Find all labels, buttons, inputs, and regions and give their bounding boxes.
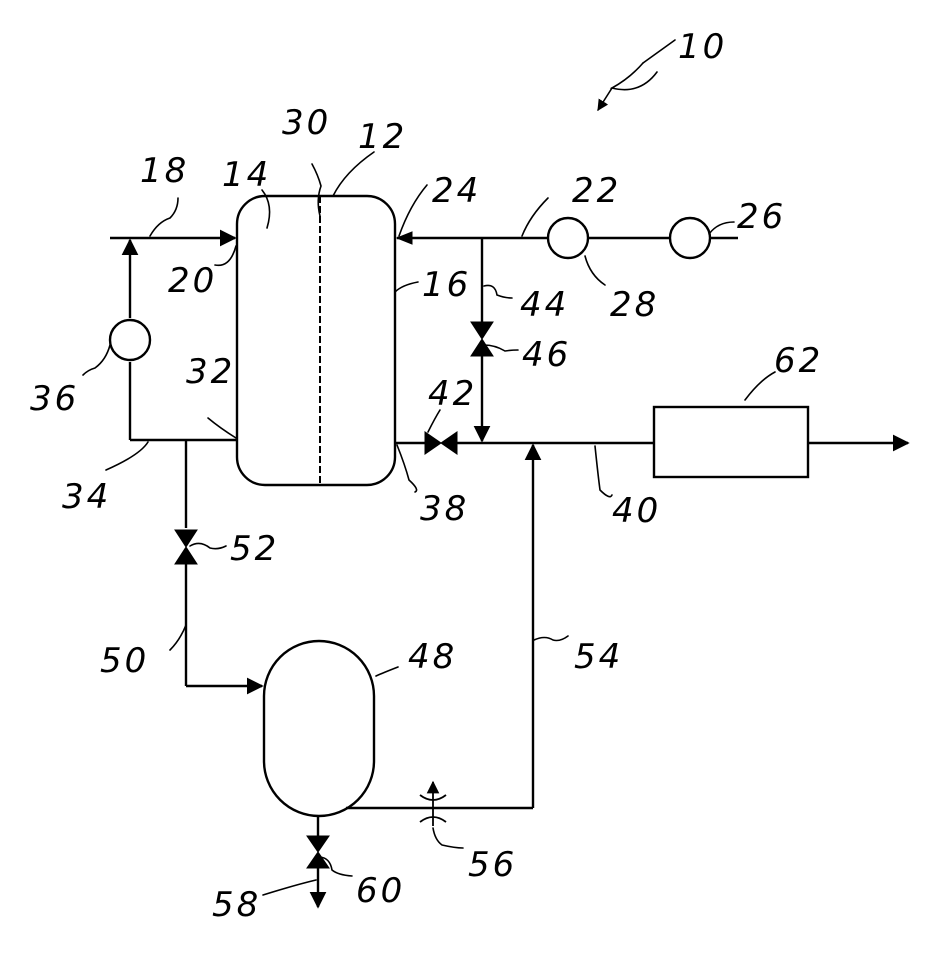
label-52: 52 bbox=[230, 529, 279, 569]
system-pointer-squiggle bbox=[609, 62, 658, 91]
label-38: 38 bbox=[420, 489, 469, 529]
label-12: 12 bbox=[358, 117, 407, 157]
label-50: 50 bbox=[100, 641, 149, 681]
label-58: 58 bbox=[212, 885, 261, 925]
label-30: 30 bbox=[282, 103, 331, 143]
label-26: 26 bbox=[737, 197, 786, 237]
compressor-28 bbox=[546, 216, 590, 260]
label-24: 24 bbox=[432, 171, 481, 211]
label-46: 46 bbox=[522, 335, 571, 375]
label-34: 34 bbox=[62, 477, 111, 517]
label-16: 16 bbox=[422, 265, 471, 305]
label-22: 22 bbox=[572, 171, 621, 211]
label-54: 54 bbox=[574, 637, 623, 677]
label-28: 28 bbox=[610, 285, 659, 325]
label-36: 36 bbox=[30, 379, 79, 419]
label-32: 32 bbox=[186, 352, 235, 392]
system-pointer-tail bbox=[642, 39, 676, 64]
label-18: 18 bbox=[140, 151, 189, 191]
label-20: 20 bbox=[168, 261, 217, 301]
label-14: 14 bbox=[222, 155, 271, 195]
outlet-valve-42[interactable] bbox=[424, 431, 458, 455]
sweep-inlet-arrow bbox=[395, 231, 413, 245]
label-10: 10 bbox=[678, 27, 727, 67]
label-48: 48 bbox=[408, 637, 457, 677]
separator-48 bbox=[262, 639, 376, 818]
separator-valve-52[interactable] bbox=[174, 529, 198, 565]
label-56: 56 bbox=[468, 845, 517, 885]
label-44: 44 bbox=[520, 285, 569, 325]
recycle-pump-36 bbox=[108, 318, 152, 362]
label-60: 60 bbox=[356, 871, 405, 911]
system-pointer-arrow bbox=[597, 87, 613, 111]
vessel-body bbox=[235, 194, 397, 487]
throttle-56[interactable] bbox=[419, 780, 447, 826]
leader-lines bbox=[82, 151, 776, 896]
label-62: 62 bbox=[774, 341, 823, 381]
membrane-vessel bbox=[235, 194, 397, 487]
drain-valve-60[interactable] bbox=[306, 835, 330, 869]
label-42: 42 bbox=[428, 374, 477, 414]
processing-unit-62 bbox=[652, 405, 810, 479]
source-26 bbox=[668, 216, 712, 260]
bypass-valve-46[interactable] bbox=[470, 321, 494, 357]
label-40: 40 bbox=[612, 491, 661, 531]
system-reference: 10 bbox=[597, 27, 727, 111]
